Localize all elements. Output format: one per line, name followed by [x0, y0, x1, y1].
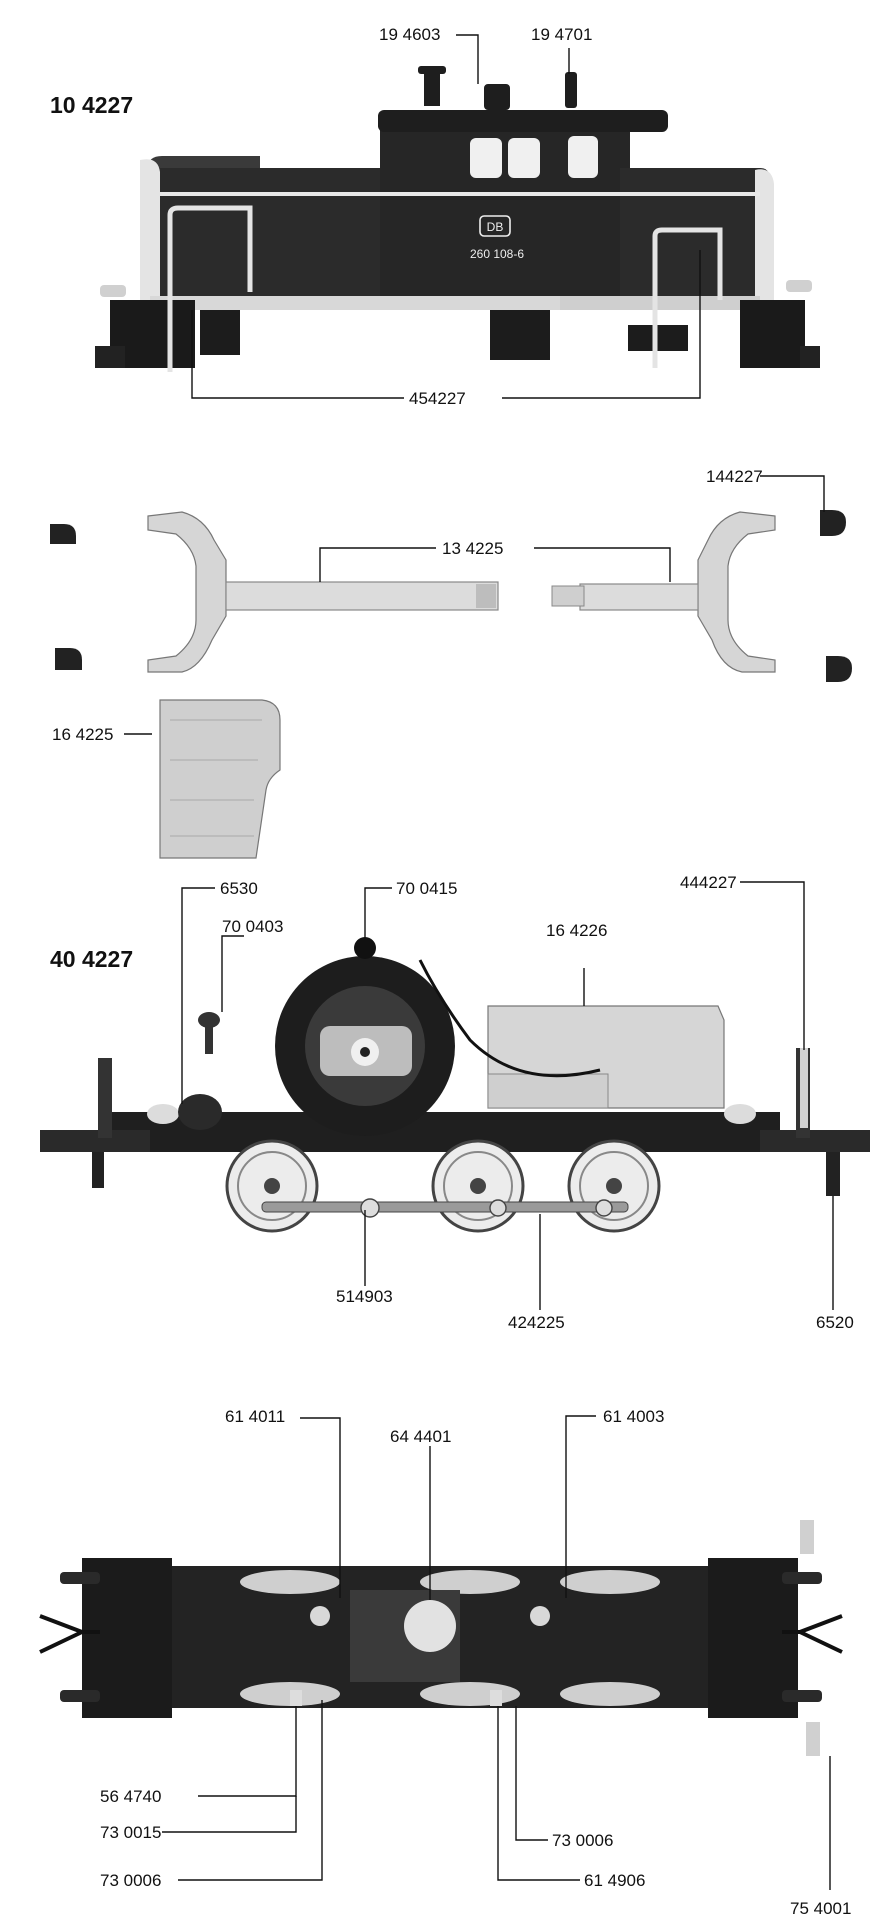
part-730006a-label: 73 0006	[100, 1871, 161, 1890]
db-logo: DB	[487, 220, 504, 234]
part-644401-label: 64 4401	[390, 1427, 451, 1446]
part-134225-label: 13 4225	[442, 539, 503, 558]
part-564740-label: 56 4740	[100, 1787, 161, 1806]
part-194603-label: 19 4603	[379, 25, 440, 44]
ballast-weight	[159, 699, 281, 859]
locomotive-body: DB 260 108-6	[95, 66, 820, 372]
part-424225-label: 424225	[508, 1313, 565, 1332]
chassis-assembly-number: 40 4227	[50, 946, 133, 972]
part-700403-label: 70 0403	[222, 917, 283, 936]
chassis-underside-view	[39, 1520, 843, 1756]
part-144227-label: 144227	[706, 467, 763, 486]
part-444227-label: 444227	[680, 873, 737, 892]
body-leader-lines	[191, 34, 701, 399]
part-730015-label: 73 0015	[100, 1823, 161, 1842]
part-194701-label: 19 4701	[531, 25, 592, 44]
part-614906-label: 61 4906	[584, 1871, 645, 1890]
chassis-side-view	[40, 937, 870, 1233]
part-164226-label: 16 4226	[546, 921, 607, 940]
part-730006b-label: 73 0006	[552, 1831, 613, 1850]
part-614011-label: 61 4011	[225, 1407, 285, 1426]
part-164225-label: 16 4225	[52, 725, 113, 744]
running-number: 260 108-6	[470, 247, 524, 261]
part-454227-label: 454227	[409, 389, 466, 408]
underside-leader-lines	[162, 1415, 831, 1890]
part-754001-label: 75 4001	[790, 1899, 851, 1918]
wheelset	[225, 1139, 661, 1233]
part-514903-label: 514903	[336, 1287, 393, 1306]
coupler-leader-lines	[124, 475, 825, 735]
body-assembly-number: 10 4227	[50, 92, 133, 118]
part-700415-label: 70 0415	[396, 879, 457, 898]
part-6530-label: 6530	[220, 879, 258, 898]
part-614003-label: 61 4003	[603, 1407, 664, 1426]
chassis-leader-lines	[181, 881, 834, 1310]
part-6520-label: 6520	[816, 1313, 854, 1332]
coupler-parts	[50, 510, 852, 682]
